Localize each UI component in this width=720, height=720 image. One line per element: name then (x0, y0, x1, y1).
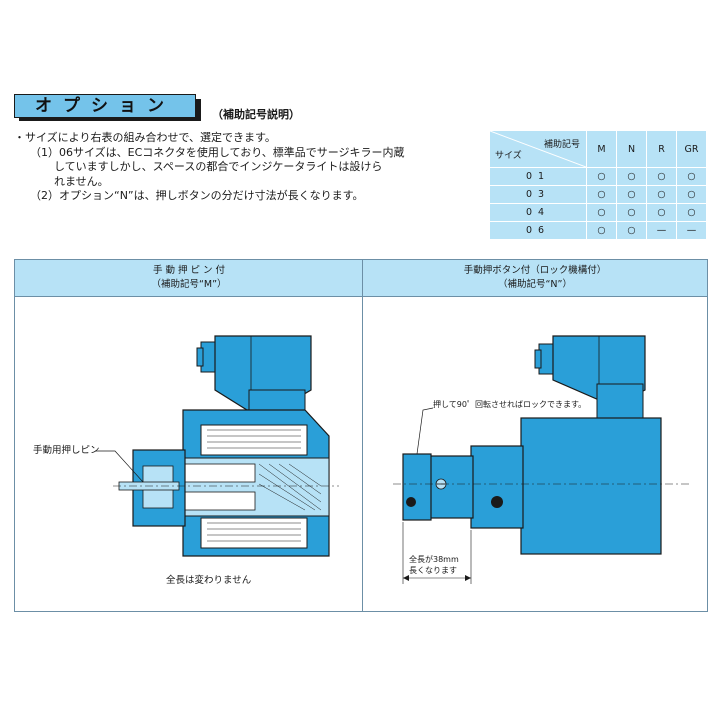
length-label-2: 長くなります (409, 566, 457, 575)
option-cell: ○ (646, 203, 677, 222)
table-corner: 補助記号 サイズ (489, 130, 587, 168)
table-row: 04 ○ ○ ○ ○ (489, 203, 707, 222)
note-line: れません。 (54, 174, 109, 188)
size-cell: 04 (489, 203, 587, 222)
option-cell: ○ (616, 221, 647, 240)
column-header: GR (676, 130, 707, 168)
option-cell: ○ (586, 221, 617, 240)
option-cell: ○ (586, 185, 617, 204)
title-subtitle: （補助記号説明） (212, 108, 300, 121)
option-cell: ○ (616, 185, 647, 204)
option-cell: ○ (676, 167, 707, 186)
note-line: （1）06サイズは、ECコネクタを使用しており、標準品でサージキラー内蔵 (30, 145, 405, 159)
corner-diagonal (490, 131, 586, 167)
panel-code: （補助記号“N”） (498, 279, 572, 290)
option-cell: — (676, 221, 707, 240)
note-line: （2）オプション“N”は、押しボタンの分だけ寸法が長くなります。 (30, 189, 364, 202)
table-row: 06 ○ ○ — — (489, 221, 707, 240)
size-cell: 03 (489, 185, 587, 204)
table-row: 01 ○ ○ ○ ○ (489, 167, 707, 186)
panel-header: 手動押ボタン付（ロック機構付） （補助記号“N”） (363, 260, 707, 297)
option-cell: ○ (646, 167, 677, 186)
option-cell: ○ (646, 185, 677, 204)
corner-bottom-label: サイズ (495, 151, 522, 161)
option-cell: ○ (586, 203, 617, 222)
size-cell: 06 (489, 221, 587, 240)
option-cell: ○ (616, 167, 647, 186)
panel-push-button: 手動押ボタン付（ロック機構付） （補助記号“N”） 押して90゜回転させればロッ… (362, 259, 708, 612)
option-cell: ○ (616, 203, 647, 222)
table-row: 03 ○ ○ ○ ○ (489, 185, 707, 204)
panel-manual-pin: 手 動 押 ピ ン 付 （補助記号“M”） (14, 259, 364, 612)
pin-label: 手動用押しピン (33, 445, 100, 456)
panel-title: 手動押ボタン付（ロック機構付） (463, 265, 607, 276)
note-line: ・サイズにより右表の組み合わせで、選定できます。 (14, 131, 276, 144)
option-table: 補助記号 サイズ M N R GR 01 ○ ○ ○ ○ 03 ○ ○ ○ ○ … (489, 130, 707, 240)
section-title: オプション （補助記号説明） (14, 94, 314, 124)
push-button-valve-drawing (393, 335, 691, 584)
title-box: オプション (14, 94, 196, 118)
column-header: R (646, 130, 677, 168)
lock-label: 押して90゜回転させればロックできます。 (433, 400, 587, 409)
column-header: N (616, 130, 647, 168)
panel-header: 手 動 押 ピ ン 付 （補助記号“M”） (15, 260, 363, 297)
option-cell: — (646, 221, 677, 240)
caption: 全長は変わりません (166, 575, 252, 586)
manual-pin-valve-drawing (95, 335, 339, 557)
note-line: していますしかし、スペースの都合でインジケータライトは設けら (54, 160, 383, 173)
panel-title: 手 動 押 ピ ン 付 (152, 265, 226, 276)
column-header: M (586, 130, 617, 168)
notes: ・サイズにより右表の組み合わせで、選定できます。 （1）06サイズは、ECコネク… (14, 131, 474, 204)
option-cell: ○ (586, 167, 617, 186)
option-cell: ○ (676, 203, 707, 222)
option-cell: ○ (676, 185, 707, 204)
corner-top-label: 補助記号 (543, 140, 580, 150)
size-cell: 01 (489, 167, 587, 186)
panel-code: （補助記号“M”） (151, 279, 227, 290)
length-label-1: 全長が38mm (409, 555, 459, 564)
